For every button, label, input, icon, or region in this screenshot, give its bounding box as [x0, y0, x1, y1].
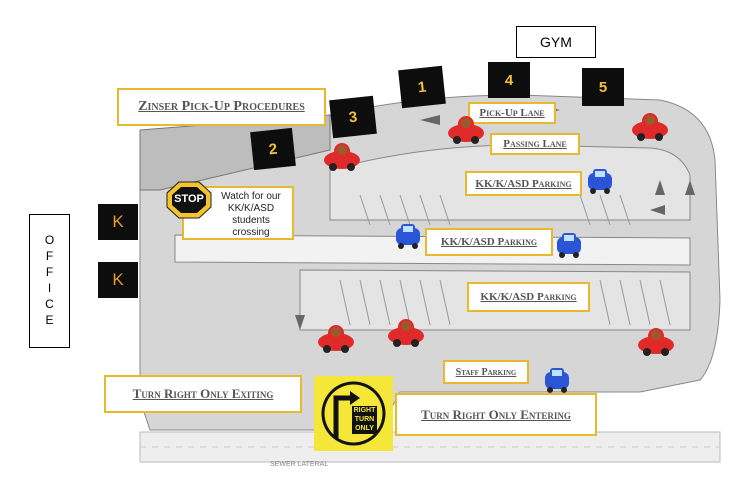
- pickup-spot-2: 2: [250, 127, 296, 171]
- passing-lane-label: Passing Lane: [490, 133, 580, 155]
- stop-sign-icon-front: [166, 181, 212, 219]
- right-turn-only-sign: RIGHT TURN ONLY: [314, 376, 393, 451]
- blue-car-icon: [557, 233, 581, 258]
- pickup-spot-4: 4: [488, 62, 530, 98]
- blue-car-icon: [396, 224, 420, 249]
- blue-car-icon: [545, 368, 569, 393]
- right-turn-line2: TURN: [354, 416, 375, 423]
- red-car-icon: [388, 319, 424, 347]
- red-car-icon: [448, 116, 484, 144]
- red-car-icon: [318, 325, 354, 353]
- svg-text:SEWER LATERAL: SEWER LATERAL: [270, 461, 328, 468]
- kk-parking-label-2: KK/K/ASD Parking: [425, 228, 553, 256]
- map-title: Zinser Pick-Up Procedures: [117, 88, 326, 126]
- pickup-spot-1: 1: [398, 65, 446, 109]
- kk-parking-label-3: KK/K/ASD Parking: [467, 282, 590, 312]
- right-turn-line1: RIGHT: [353, 407, 376, 414]
- red-car-icon: [632, 113, 668, 141]
- exit-label: Turn Right Only Exiting: [104, 375, 302, 413]
- blue-car-icon: [588, 169, 612, 194]
- red-car-icon: [638, 328, 674, 356]
- k-marker-lower: K: [98, 262, 138, 298]
- stop-sign-label: STOP: [174, 193, 204, 205]
- office-label: OFFICE: [29, 214, 70, 348]
- right-turn-circle-icon: [321, 381, 386, 446]
- crossing-warning-text: Watch for our KK/K/ASD students crossing: [221, 191, 281, 238]
- staff-parking-label: Staff Parking: [443, 360, 529, 384]
- k-marker-upper: K: [98, 204, 138, 240]
- red-car-icon: [324, 143, 360, 171]
- right-turn-line3: ONLY: [355, 425, 374, 432]
- office-text: OFFICE: [42, 233, 57, 329]
- kk-parking-label-1: KK/K/ASD Parking: [465, 171, 582, 196]
- pickup-lane-label: Pick-Up Lane: [468, 102, 556, 124]
- enter-label: Turn Right Only Entering: [395, 393, 597, 436]
- pickup-spot-3: 3: [329, 95, 377, 139]
- gym-label: GYM: [516, 26, 596, 58]
- pickup-spot-5: 5: [582, 68, 624, 106]
